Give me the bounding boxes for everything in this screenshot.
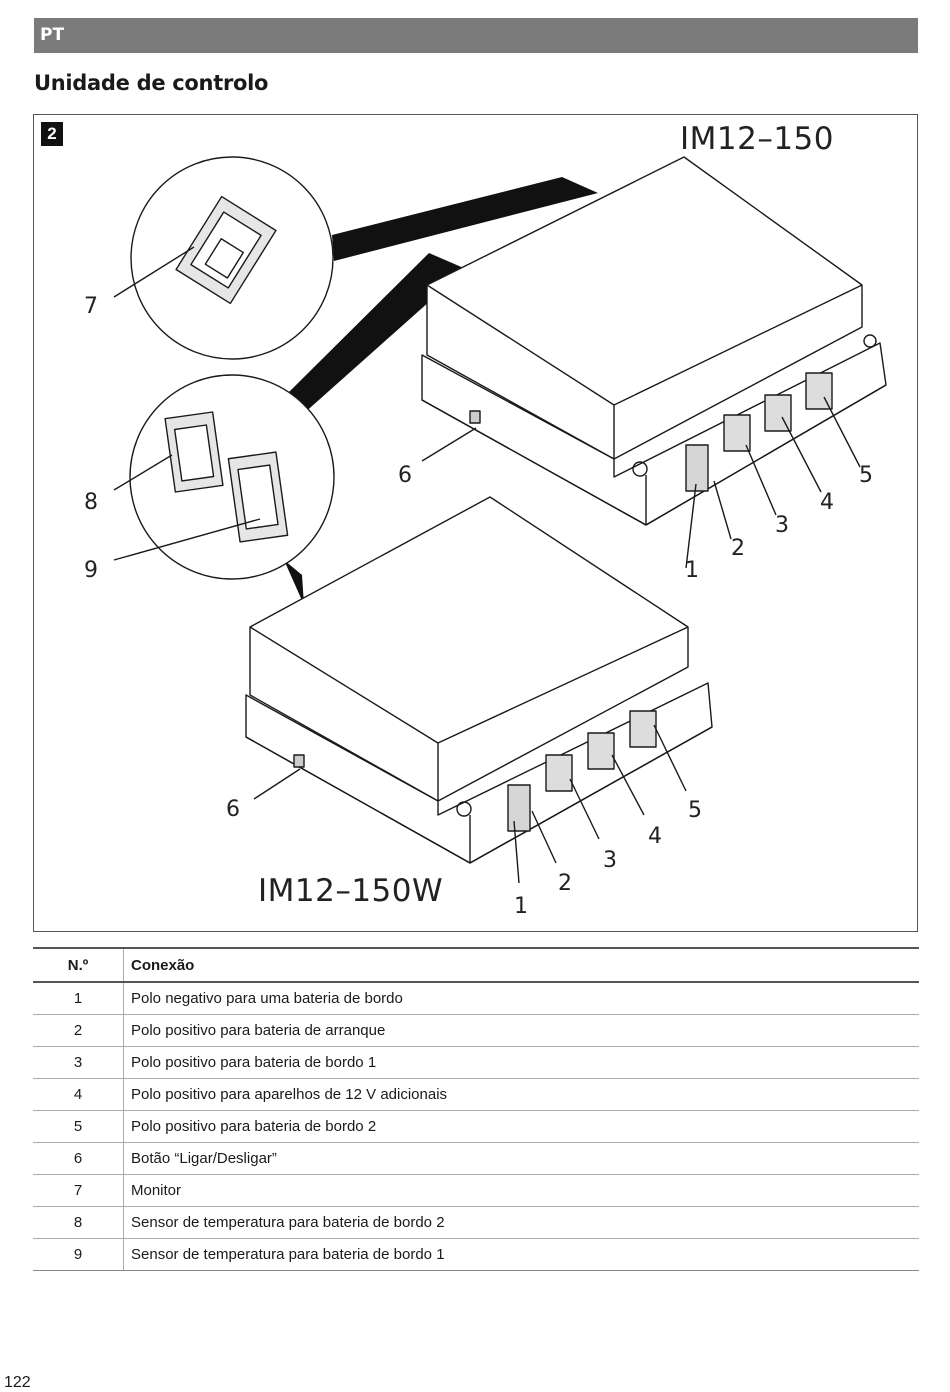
row-number: 1 <box>33 982 124 1015</box>
language-label: PT <box>40 25 65 45</box>
row-text: Monitor <box>123 1174 919 1207</box>
callout-8: 8 <box>84 490 98 515</box>
model-label-bottom: IM12–150W <box>258 873 444 909</box>
callout-5-top: 5 <box>859 463 873 488</box>
row-number: 6 <box>33 1142 124 1175</box>
row-text: Polo positivo para bateria de bordo 1 <box>123 1046 919 1079</box>
callout-9: 9 <box>84 558 98 583</box>
language-bar: PT <box>34 18 918 53</box>
row-text: Polo positivo para aparelhos de 12 V adi… <box>123 1078 919 1111</box>
callout-1-bottom: 1 <box>514 894 528 919</box>
page-number: 122 <box>4 1374 31 1391</box>
column-header-connection: Conexão <box>123 947 919 983</box>
row-number: 2 <box>33 1014 124 1047</box>
callout-2-bottom: 2 <box>558 871 572 896</box>
row-number: 9 <box>33 1238 124 1271</box>
callout-4-bottom: 4 <box>648 824 662 849</box>
callout-3-bottom: 3 <box>603 848 617 873</box>
callout-3-top: 3 <box>775 513 789 538</box>
callout-2-top: 2 <box>731 536 745 561</box>
table-header-row: N.º Conexão <box>33 947 919 983</box>
callout-5-bottom: 5 <box>688 798 702 823</box>
row-text: Sensor de temperatura para bateria de bo… <box>123 1238 919 1271</box>
callout-1-top: 1 <box>685 558 699 583</box>
figure-number: 2 <box>41 122 63 146</box>
row-text: Polo negativo para uma bateria de bordo <box>123 982 919 1015</box>
row-text: Botão “Ligar/Desligar” <box>123 1142 919 1175</box>
device-illustration <box>113 156 887 884</box>
section-title: Unidade de controlo <box>34 71 269 95</box>
callout-7: 7 <box>84 294 98 319</box>
row-number: 7 <box>33 1174 124 1207</box>
figure-control-unit: 2 IM12–150 IM12–150W 7 8 9 6 1 2 3 4 5 6… <box>33 114 918 932</box>
row-text: Polo positivo para bateria de bordo 2 <box>123 1110 919 1143</box>
callout-6-top: 6 <box>398 463 412 488</box>
model-label-top: IM12–150 <box>680 121 835 157</box>
callout-4-top: 4 <box>820 490 834 515</box>
row-number: 5 <box>33 1110 124 1143</box>
row-text: Polo positivo para bateria de arranque <box>123 1014 919 1047</box>
row-number: 4 <box>33 1078 124 1111</box>
row-number: 3 <box>33 1046 124 1079</box>
row-number: 8 <box>33 1206 124 1239</box>
callout-6-bottom: 6 <box>226 797 240 822</box>
column-header-number: N.º <box>33 947 124 983</box>
row-text: Sensor de temperatura para bateria de bo… <box>123 1206 919 1239</box>
